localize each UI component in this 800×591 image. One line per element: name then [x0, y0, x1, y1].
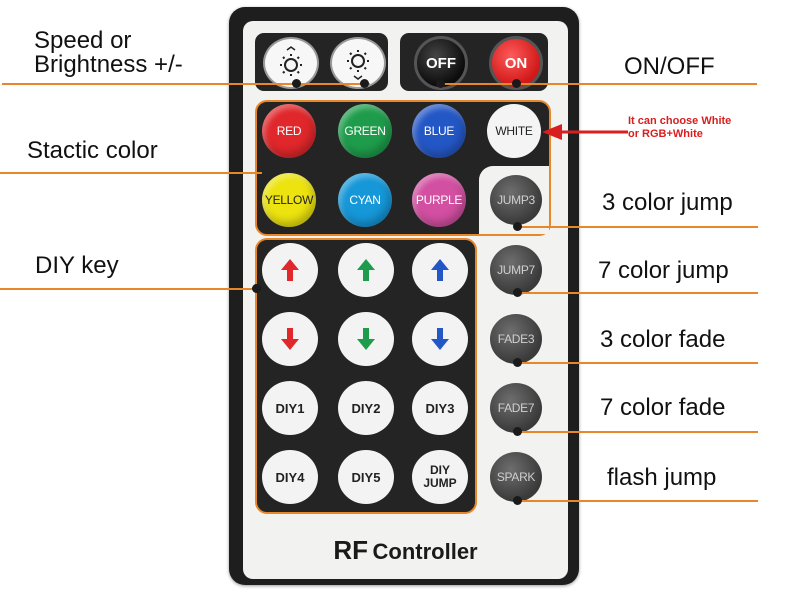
fade7-callout-line	[518, 431, 758, 433]
jump3-callout-line	[518, 226, 758, 228]
blue-button[interactable]: BLUE	[412, 104, 466, 158]
onoff-callout-dot-1	[436, 79, 445, 88]
speed-callout-dot-1	[292, 79, 301, 88]
blue-down-button[interactable]	[412, 312, 468, 366]
speed-callout-line-2	[296, 83, 370, 85]
fade7-callout-dot	[513, 427, 522, 436]
onoff-label: ON/OFF	[624, 53, 715, 80]
green-button-label: GREEN	[344, 123, 386, 138]
red-up-button[interactable]	[262, 243, 318, 297]
onoff-callout-dot-2	[512, 79, 521, 88]
title-rf: RF	[333, 535, 369, 565]
fade3-callout-line	[518, 362, 758, 364]
arrow-up-icon	[431, 259, 449, 281]
spark-button-label: SPARK	[496, 469, 536, 484]
arrow-up-icon	[281, 259, 299, 281]
title-controller: Controller	[372, 539, 478, 564]
arrow-left-icon	[542, 124, 628, 140]
jump3-callout-dot	[513, 222, 522, 231]
fade3-callout-dot	[513, 358, 522, 367]
jump7-label: 7 color jump	[598, 257, 729, 284]
red-button[interactable]: RED	[262, 104, 316, 158]
green-button[interactable]: GREEN	[338, 104, 392, 158]
arrow-down-icon	[431, 328, 449, 350]
diy2-button[interactable]: DIY2	[338, 381, 394, 435]
off-button-label: OFF	[426, 54, 456, 72]
fade3-label: 3 color fade	[600, 326, 726, 353]
fade3-button-label: FADE3	[497, 331, 535, 346]
arrow-up-icon	[357, 259, 375, 281]
white-button[interactable]: WHITE	[487, 104, 541, 158]
diy-callout-line	[0, 288, 260, 290]
diy5-button[interactable]: DIY5	[338, 450, 394, 504]
sun-down-icon	[347, 50, 369, 80]
green-down-button[interactable]	[338, 312, 394, 366]
purple-button[interactable]: PURPLE	[412, 173, 466, 227]
blue-up-button[interactable]	[412, 243, 468, 297]
flash-jump-label: flash jump	[607, 464, 717, 491]
blue-button-label: BLUE	[423, 123, 455, 138]
jump7-callout-line	[518, 292, 758, 294]
diy2-button-label: DIY2	[351, 400, 381, 416]
purple-button-label: PURPLE	[415, 192, 463, 207]
diy4-button[interactable]: DIY4	[262, 450, 318, 504]
white-button-label: WHITE	[495, 123, 533, 138]
diy-jump-label-line2: JUMP	[423, 476, 457, 490]
diy5-button-label: DIY5	[351, 469, 381, 485]
on-button-label: ON	[504, 54, 528, 72]
speed-label-line2: Brightness +/-	[34, 51, 183, 78]
speed-callout-line	[2, 83, 299, 85]
spark-button[interactable]: SPARK	[490, 452, 542, 502]
white-note-line2: or RGB+White	[628, 128, 703, 140]
fade7-button-label: FADE7	[497, 400, 535, 415]
red-button-label: RED	[276, 123, 302, 138]
diy-key-label: DIY key	[35, 252, 119, 279]
fade7-label: 7 color fade	[600, 394, 726, 421]
sun-up-icon	[280, 46, 302, 76]
speed-label-line1: Speed or	[34, 27, 132, 54]
spark-callout-dot	[513, 496, 522, 505]
diy-jump-label-line1: DIY	[429, 463, 450, 477]
diy1-button-label: DIY1	[275, 400, 305, 416]
jump3-label: 3 color jump	[602, 189, 733, 216]
jump7-button-label: JUMP7	[497, 262, 535, 277]
diy-jump-button[interactable]: DIY JUMP	[412, 450, 468, 504]
jump3-button-label: JUMP3	[497, 192, 535, 207]
fade3-button[interactable]: FADE3	[490, 314, 542, 364]
white-note-line1: It can choose White	[628, 115, 732, 127]
remote-title: RF Controller	[243, 535, 568, 566]
jump7-button[interactable]: JUMP7	[490, 245, 542, 295]
yellow-button[interactable]: YELLOW	[262, 173, 316, 227]
arrow-down-icon	[357, 328, 375, 350]
diy1-button[interactable]: DIY1	[262, 381, 318, 435]
static-color-callout-line	[0, 172, 262, 174]
spark-callout-line	[518, 500, 758, 502]
diy3-button[interactable]: DIY3	[412, 381, 468, 435]
red-down-button[interactable]	[262, 312, 318, 366]
green-up-button[interactable]	[338, 243, 394, 297]
speed-callout-dot-2	[360, 79, 369, 88]
yellow-button-label: YELLOW	[264, 192, 314, 207]
static-color-label: Stactic color	[27, 137, 158, 164]
jump7-callout-dot	[513, 288, 522, 297]
cyan-button[interactable]: CYAN	[338, 173, 392, 227]
fade7-button[interactable]: FADE7	[490, 383, 542, 433]
arrow-down-icon	[281, 328, 299, 350]
jump3-button[interactable]: JUMP3	[490, 175, 542, 225]
brightness-down-button[interactable]	[330, 37, 386, 89]
onoff-callout-line	[440, 83, 757, 85]
diy4-button-label: DIY4	[275, 469, 305, 485]
diy-callout-dot	[252, 284, 261, 293]
cyan-button-label: CYAN	[349, 192, 381, 207]
diy3-button-label: DIY3	[425, 400, 455, 416]
brightness-up-button[interactable]	[263, 37, 319, 89]
